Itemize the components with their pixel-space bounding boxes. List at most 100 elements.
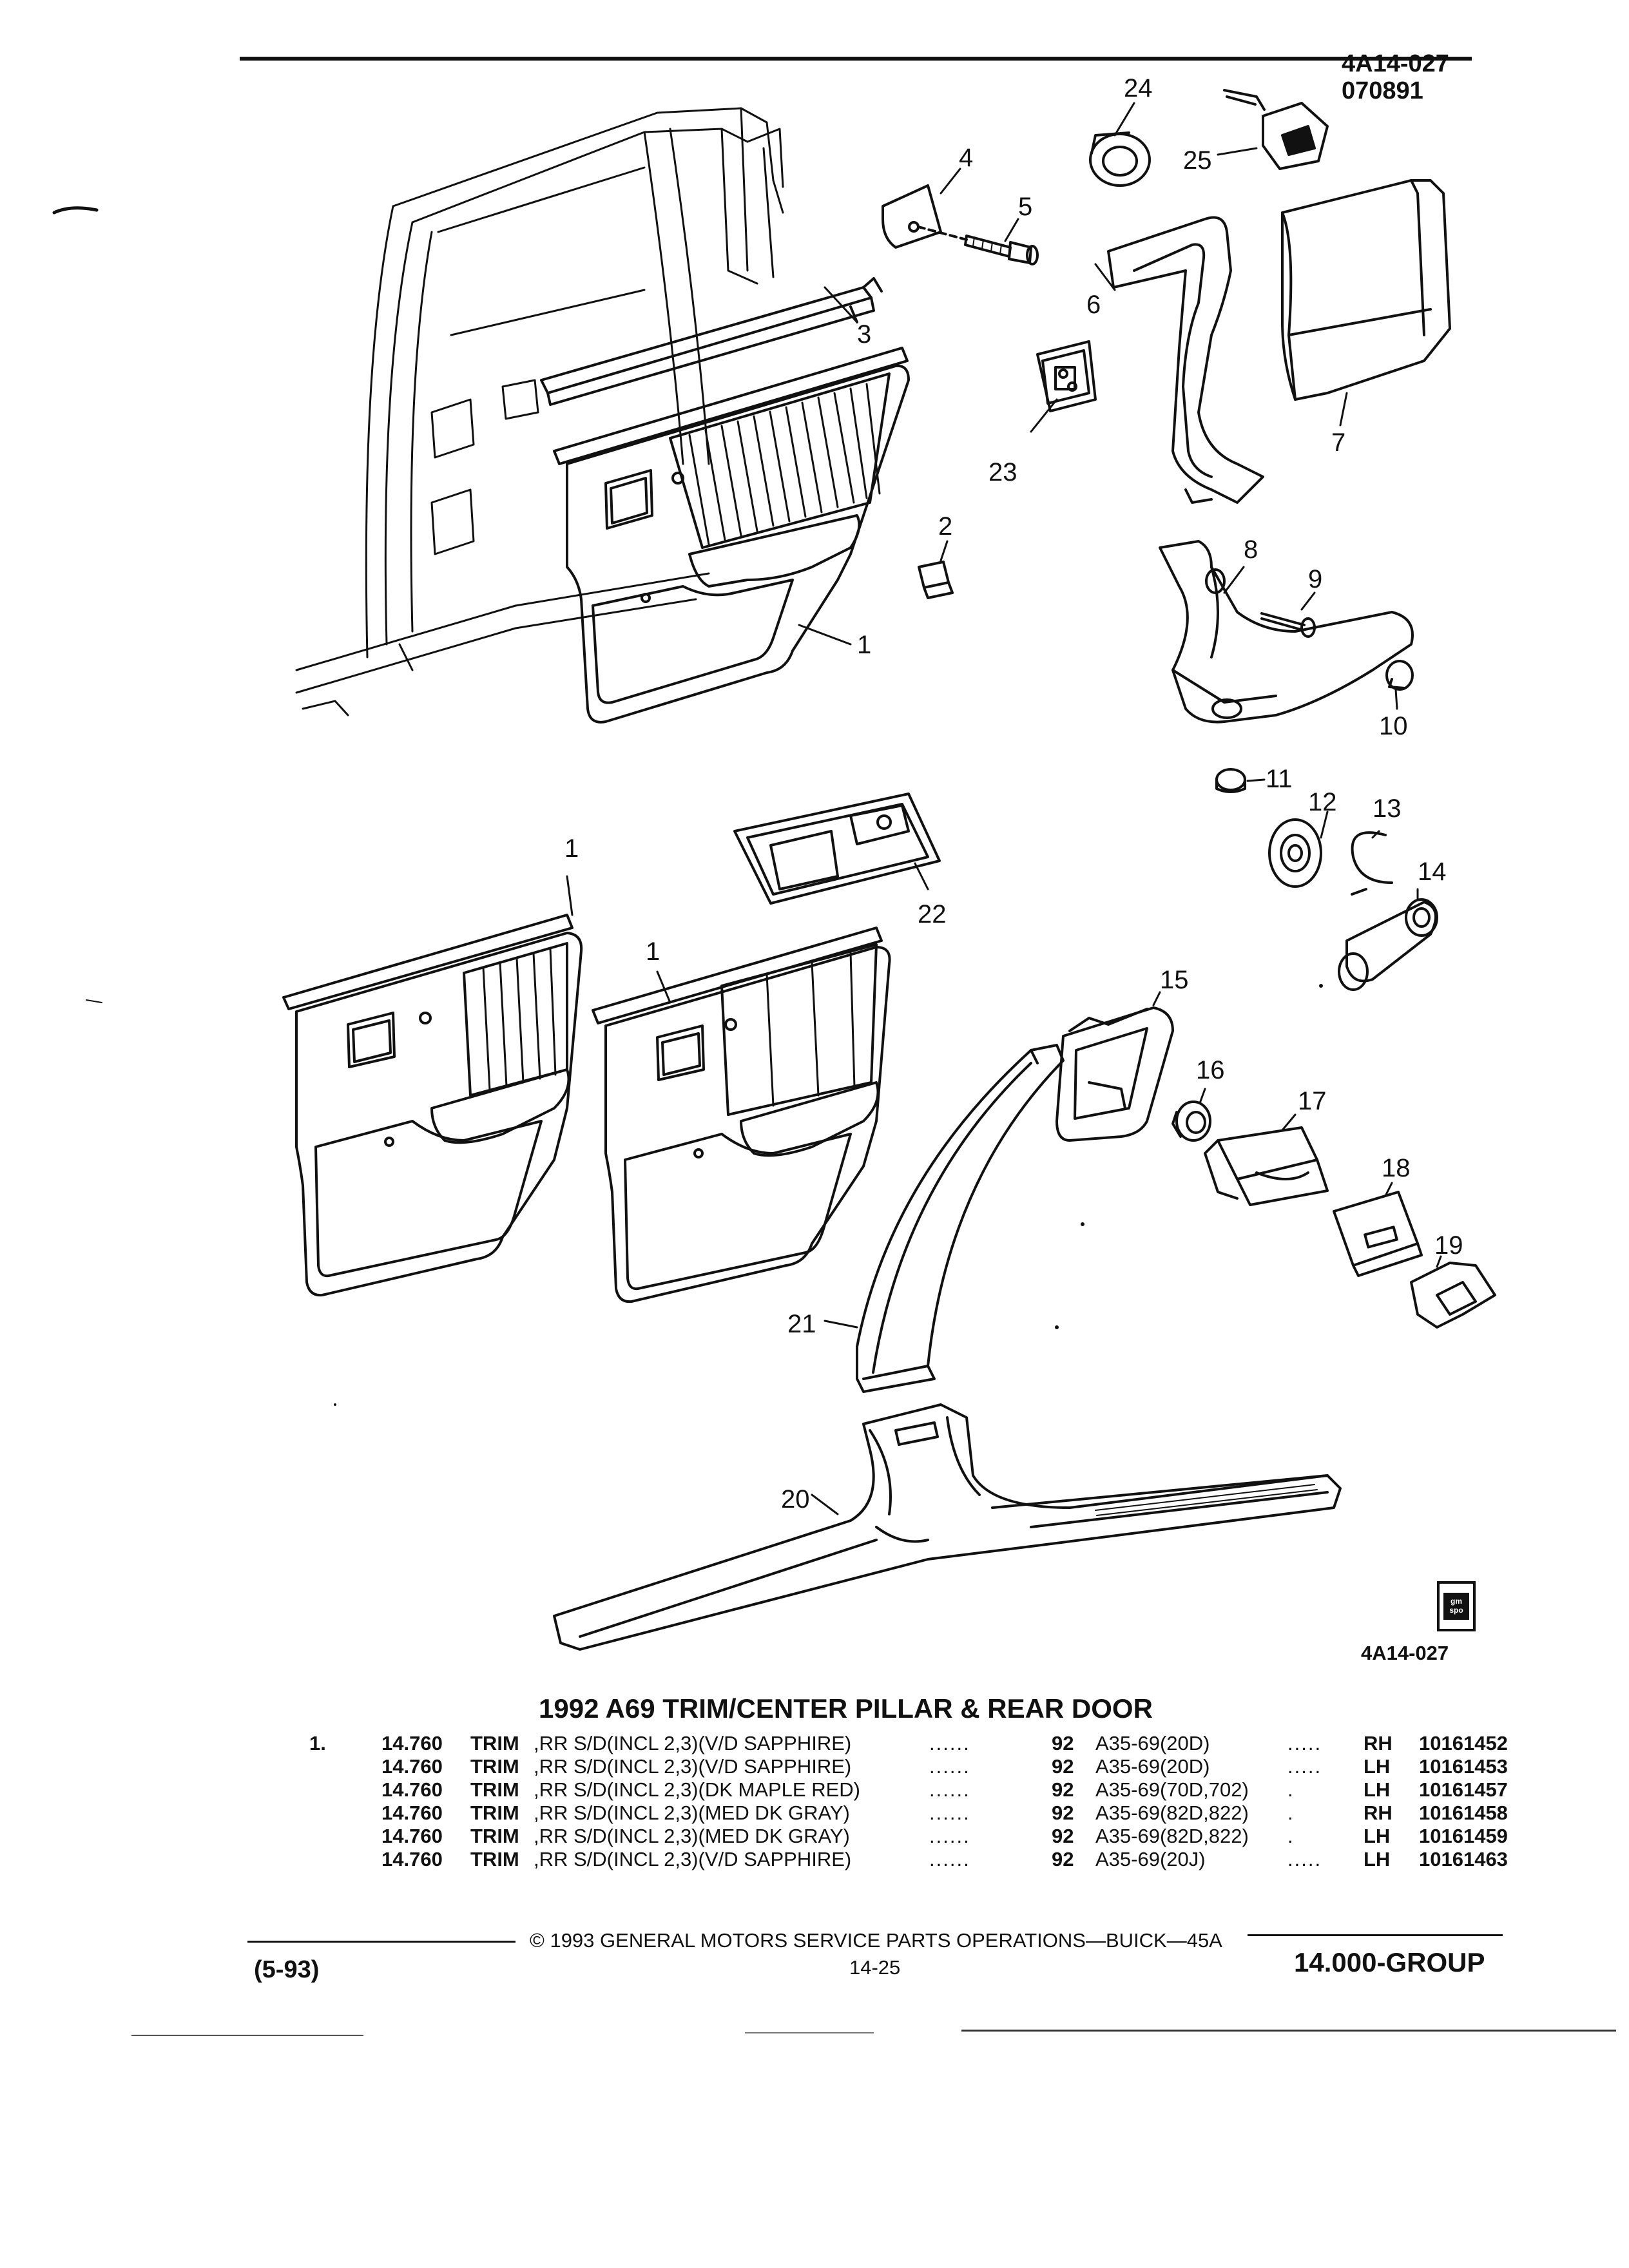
leader-dots: ..... — [1287, 1848, 1322, 1870]
callout-19: 19 — [1434, 1231, 1463, 1260]
group-code: 14.760 — [381, 1732, 443, 1754]
parts-row: 14.760 TRIM ,RR S/D(INCL 2,3)(V/D SAPPHI… — [309, 1848, 1508, 1871]
leader-dots: . — [1287, 1825, 1295, 1847]
model-code: A35-69(20D) — [1095, 1732, 1210, 1754]
scan-rule — [131, 2035, 363, 2036]
part-number: 10161453 — [1419, 1755, 1508, 1778]
model-year: 92 — [1052, 1802, 1074, 1824]
scan-rule — [961, 2030, 1616, 2032]
part-number: 10161452 — [1419, 1732, 1508, 1754]
illustration-date: 070891 — [1342, 77, 1423, 104]
callout-12: 12 — [1308, 788, 1337, 816]
gm-spo-logo-inner: gm spo — [1443, 1593, 1469, 1620]
callout-1-upper: 1 — [857, 631, 871, 659]
part-19-clip — [1410, 1262, 1496, 1329]
part-number: 10161457 — [1419, 1778, 1508, 1801]
model-code: A35-69(70D,702) — [1095, 1778, 1249, 1801]
callout-3: 3 — [857, 320, 871, 349]
callout-6: 6 — [1086, 291, 1101, 319]
parts-row: 14.760 TRIM ,RR S/D(INCL 2,3)(MED DK GRA… — [309, 1825, 1508, 1848]
callout-11: 11 — [1266, 765, 1293, 793]
part-number: 10161458 — [1419, 1802, 1508, 1824]
callout-20: 20 — [781, 1485, 810, 1514]
side: RH — [1364, 1732, 1393, 1754]
model-code: A35-69(20D) — [1095, 1755, 1210, 1778]
callout-23: 23 — [988, 458, 1017, 486]
part-15-lock-housing — [1055, 1006, 1174, 1142]
part-1-upper-trim-panel — [553, 347, 910, 724]
part-13-spring-clip — [1351, 831, 1393, 896]
model-code: A35-69(82D,822) — [1095, 1802, 1249, 1824]
model-year: 92 — [1052, 1825, 1074, 1847]
part-7-quarter-trim — [1281, 179, 1451, 401]
part-name: TRIM — [470, 1802, 519, 1824]
callout-24: 24 — [1124, 74, 1153, 102]
part-11-button — [1215, 768, 1246, 793]
parts-row: 1. 14.760 TRIM ,RR S/D(INCL 2,3)(V/D SAP… — [309, 1732, 1508, 1755]
callout-2: 2 — [938, 512, 952, 541]
callout-22: 22 — [918, 900, 947, 928]
part-name: TRIM — [470, 1848, 519, 1870]
body-shell-outline — [295, 107, 784, 716]
callout-1-right: 1 — [646, 937, 660, 966]
parts-table: 1. 14.760 TRIM ,RR S/D(INCL 2,3)(V/D SAP… — [309, 1732, 1508, 1871]
part-description: ,RR S/D(INCL 2,3)(V/D SAPPHIRE) — [534, 1732, 852, 1754]
footer-date: (5-93) — [254, 1956, 320, 1983]
top-rule — [240, 57, 1472, 61]
part-description: ,RR S/D(INCL 2,3)(V/D SAPPHIRE) — [534, 1755, 852, 1778]
part-name: TRIM — [470, 1755, 519, 1778]
part-description: ,RR S/D(INCL 2,3)(V/D SAPPHIRE) — [534, 1848, 852, 1870]
callout-21: 21 — [787, 1310, 816, 1338]
callout-25: 25 — [1183, 146, 1212, 175]
leader-dots: ..... — [1287, 1732, 1322, 1754]
group-code: 14.760 — [381, 1802, 443, 1824]
part-25-retainer — [1223, 89, 1329, 170]
part-name: TRIM — [470, 1778, 519, 1801]
part-21-pillar-trim — [856, 1044, 1065, 1393]
leader-dots: ...... — [929, 1825, 970, 1847]
leader-dots: ..... — [1287, 1755, 1322, 1778]
parts-row: 14.760 TRIM ,RR S/D(INCL 2,3)(V/D SAPPHI… — [309, 1755, 1508, 1778]
part-18-bezel — [1333, 1191, 1423, 1277]
callout-18: 18 — [1382, 1154, 1411, 1182]
side: LH — [1364, 1755, 1391, 1778]
callout-17: 17 — [1298, 1087, 1327, 1115]
leader-lines — [566, 102, 1442, 1515]
part-1-middle-right-panel — [592, 927, 891, 1303]
scan-rule — [745, 2032, 874, 2033]
leader-dots: ...... — [929, 1848, 970, 1870]
leader-dots: ...... — [929, 1802, 970, 1824]
leader-dots: ...... — [929, 1732, 970, 1754]
model-code: A35-69(20J) — [1095, 1848, 1206, 1870]
copyright-line: © 1993 GENERAL MOTORS SERVICE PARTS OPER… — [530, 1929, 1222, 1952]
part-4-bracket — [882, 184, 968, 249]
callout-10: 10 — [1379, 712, 1408, 740]
part-22-bezel — [733, 793, 941, 905]
model-code: A35-69(82D,822) — [1095, 1825, 1249, 1847]
scan-specks — [334, 984, 1323, 1406]
side: RH — [1364, 1802, 1393, 1824]
footer-rule-right — [1248, 1934, 1503, 1936]
leader-dots: ...... — [929, 1778, 970, 1801]
leader-dots: . — [1287, 1778, 1295, 1801]
model-year: 92 — [1052, 1755, 1074, 1778]
part-2-clip — [918, 561, 954, 599]
part-1-middle-left-panel — [282, 914, 583, 1297]
callout-15: 15 — [1160, 966, 1189, 994]
part-16-nut — [1171, 1100, 1211, 1142]
callout-4: 4 — [959, 144, 973, 172]
parts-row: 14.760 TRIM ,RR S/D(INCL 2,3)(MED DK GRA… — [309, 1802, 1508, 1825]
side: LH — [1364, 1848, 1391, 1870]
part-12-escutcheon — [1268, 818, 1322, 888]
group-label: 14.000-GROUP — [1294, 1947, 1485, 1977]
figure-code: 4A14-027 — [1361, 1642, 1449, 1664]
illustration-code: 4A14-027 — [1342, 50, 1449, 77]
model-year: 92 — [1052, 1848, 1074, 1870]
part-name: TRIM — [470, 1825, 519, 1847]
scan-mark — [86, 999, 102, 1003]
part-9-screw — [1260, 612, 1316, 638]
callout-8: 8 — [1244, 535, 1258, 564]
callout-9: 9 — [1308, 565, 1322, 593]
group-code: 14.760 — [381, 1848, 443, 1870]
